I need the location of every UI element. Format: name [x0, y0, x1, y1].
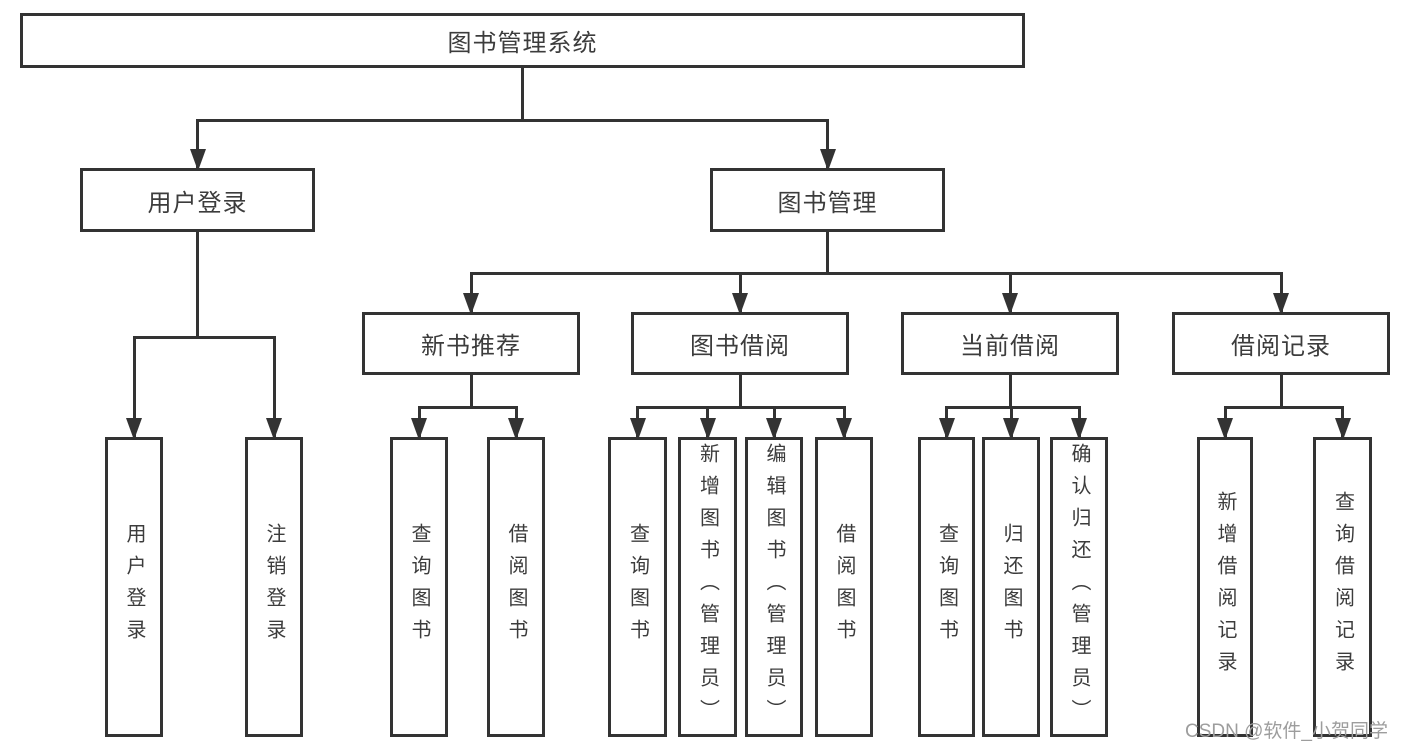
node-nbr-borrow: 借阅图书 [487, 437, 545, 737]
connector-drop-ul-logout [272, 337, 276, 437]
connector-drop-user-login [196, 120, 199, 168]
arrow-down-icon-bb-add [699, 418, 716, 440]
node-nbr: 新书推荐 [362, 312, 580, 375]
node-bb-query: 查询图书 [608, 437, 667, 737]
node-ul-login: 用户登录 [105, 437, 163, 737]
node-nbr-query: 查询图书 [390, 437, 448, 737]
node-user-login: 用户登录 [80, 168, 315, 232]
arrow-down-icon-cb-query [938, 418, 955, 440]
connector-stem-book-mgmt [826, 232, 829, 273]
csdn-watermark: CSDN @软件_小贺同学 [1185, 721, 1388, 742]
connector-drop-bb [738, 273, 742, 312]
arrow-down-icon-cb-return [1003, 418, 1019, 440]
connector-drop-cb [1008, 273, 1012, 312]
arrow-down-icon-ul-logout [266, 418, 282, 440]
connector-stem-br [1279, 375, 1283, 407]
connector-drop-nbr [469, 273, 473, 312]
connector-split-cb [945, 405, 1081, 409]
connector-stem-cb [1008, 375, 1012, 407]
arrow-down-icon-bb [732, 293, 748, 315]
node-bb-borrow: 借阅图书 [815, 437, 873, 737]
node-root: 图书管理系统 [20, 13, 1025, 68]
arrow-down-icon-user-login [189, 149, 206, 171]
connector-stem-user-login [196, 232, 199, 337]
connector-split-br [1223, 405, 1344, 409]
arrow-down-icon-bb-query [629, 418, 646, 440]
connector-split-book-mgmt [469, 271, 1283, 275]
node-cb-query: 查询图书 [918, 437, 975, 737]
connector-split-nbr [417, 405, 518, 409]
arrow-down-icon-nbr [463, 293, 479, 315]
node-bb: 图书借阅 [631, 312, 849, 375]
connector-stem-nbr [469, 375, 473, 407]
node-br-query: 查询借阅记录 [1313, 437, 1372, 737]
node-br-add: 新增借阅记录 [1197, 437, 1253, 737]
connector-drop-br [1279, 273, 1283, 312]
connector-split-root [196, 118, 829, 122]
node-ul-logout: 注销登录 [245, 437, 303, 737]
arrow-down-icon-nbr-borrow [508, 418, 524, 440]
arrow-down-icon-bb-borrow [836, 418, 852, 440]
arrow-down-icon-br-add [1217, 418, 1233, 440]
node-br: 借阅记录 [1172, 312, 1390, 375]
arrow-down-icon-ul-login [126, 418, 142, 440]
arrow-down-icon-book-mgmt [819, 149, 836, 171]
arrow-down-icon-br [1273, 293, 1289, 315]
arrow-down-icon-nbr-query [411, 418, 427, 440]
node-cb-confirm: 确认归还（管理员） [1050, 437, 1108, 737]
connector-split-user-login [132, 335, 276, 339]
connector-stem-bb [738, 375, 742, 407]
connector-split-bb [636, 405, 846, 409]
node-bb-edit: 编辑图书（管理员） [745, 437, 803, 737]
arrow-down-icon-bb-edit [766, 418, 782, 440]
node-book-mgmt: 图书管理 [710, 168, 945, 232]
connector-stem-root [521, 68, 524, 120]
arrow-down-icon-cb-confirm [1071, 418, 1087, 440]
node-bb-add: 新增图书（管理员） [678, 437, 737, 737]
node-cb-return: 归还图书 [982, 437, 1040, 737]
node-cb: 当前借阅 [901, 312, 1119, 375]
connector-drop-book-mgmt [826, 120, 829, 168]
arrow-down-icon-br-query [1334, 418, 1351, 440]
arrow-down-icon-cb [1002, 293, 1018, 315]
connector-drop-ul-login [132, 337, 136, 437]
